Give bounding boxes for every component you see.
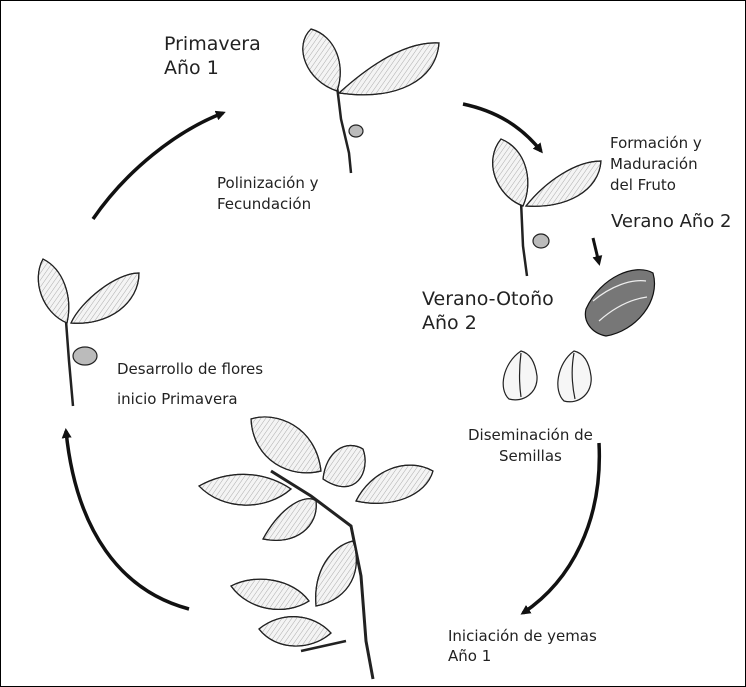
- arrow-bottom-to-left: [66, 431, 189, 609]
- fruit-capsule: [585, 270, 654, 336]
- label-verano-otono: Verano-Otoño Año 2: [422, 287, 554, 335]
- label-polinizacion-line2: Fecundación: [217, 194, 319, 215]
- label-iniciacion-line2: Año 1: [448, 646, 597, 666]
- label-diseminacion-line1: Diseminación de: [468, 425, 593, 446]
- label-verano-otono-line1: Verano-Otoño: [422, 287, 554, 311]
- label-diseminacion-line2: Semillas: [468, 446, 593, 467]
- label-primavera-line2: Año 1: [164, 56, 261, 80]
- label-polinizacion: Polinización y Fecundación: [217, 173, 319, 215]
- label-verano: Verano Año 2: [611, 210, 731, 234]
- arrow-left-to-top: [93, 113, 223, 219]
- label-primavera: Primavera Año 1: [164, 32, 261, 80]
- label-desarrollo-line2: inicio Primavera: [117, 384, 263, 414]
- label-verano-text: Verano Año 2: [611, 210, 731, 234]
- label-formacion-line3: del Fruto: [610, 175, 702, 196]
- arrow-right-to-bottom: [523, 443, 599, 613]
- twig-formacion: [493, 139, 601, 276]
- label-primavera-line1: Primavera: [164, 32, 261, 56]
- label-polinizacion-line1: Polinización y: [217, 173, 319, 194]
- arrow-verano-to-fruit: [593, 238, 599, 263]
- label-desarrollo: Desarrollo de flores inicio Primavera: [117, 354, 263, 414]
- label-verano-otono-line2: Año 2: [422, 311, 554, 335]
- label-diseminacion: Diseminación de Semillas: [468, 425, 593, 467]
- branch-large: [199, 417, 433, 679]
- twig-primavera: [303, 29, 439, 173]
- label-desarrollo-line1: Desarrollo de flores: [117, 354, 263, 384]
- label-formacion-line2: Maduración: [610, 154, 702, 175]
- seeds: [503, 351, 591, 402]
- label-formacion-line1: Formación y: [610, 133, 702, 154]
- label-iniciacion-line1: Iniciación de yemas: [448, 626, 597, 646]
- label-iniciacion: Iniciación de yemas Año 1: [448, 626, 597, 666]
- label-formacion: Formación y Maduración del Fruto: [610, 133, 702, 196]
